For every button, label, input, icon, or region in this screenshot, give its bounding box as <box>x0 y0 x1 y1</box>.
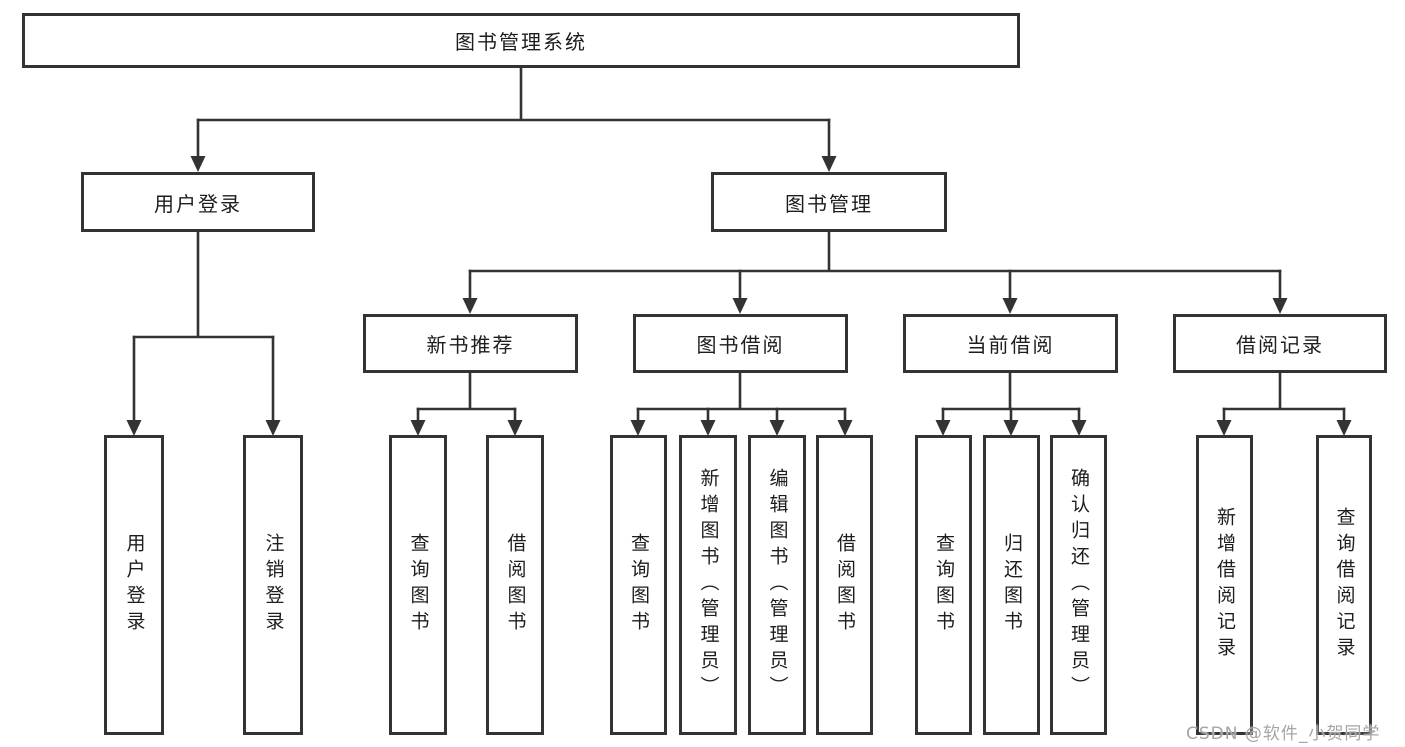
node-root: 图书管理系统 <box>22 13 1020 68</box>
leaf-borrow-borrow-books-label: 借阅图书 <box>834 533 856 637</box>
leaf-logout: 注销登录 <box>243 435 303 735</box>
leaf-current-confirm-return-admin-label: 确认归还（管理员） <box>1068 468 1090 702</box>
node-book-management: 图书管理 <box>711 172 947 232</box>
leaf-borrow-add-books-admin-label: 新增图书（管理员） <box>697 468 720 702</box>
node-book-management-label: 图书管理 <box>785 191 873 216</box>
leaf-borrow-borrow-books: 借阅图书 <box>816 435 873 735</box>
node-book-borrow-label: 图书借阅 <box>696 333 785 357</box>
node-borrow-records-label: 借阅记录 <box>1236 333 1324 357</box>
node-new-book-recommend: 新书推荐 <box>363 314 578 373</box>
leaf-borrow-edit-books-admin-label: 编辑图书（管理员） <box>766 468 789 702</box>
leaf-user-login-label: 用户登录 <box>123 533 146 637</box>
leaf-borrow-edit-books-admin: 编辑图书（管理员） <box>748 435 806 735</box>
node-new-book-recommend-label: 新书推荐 <box>426 333 515 357</box>
leaf-current-return-books: 归还图书 <box>983 435 1040 735</box>
leaf-recommend-query-books-label: 查询图书 <box>407 533 430 637</box>
csdn-watermark: CSDN @软件_小贺同学 <box>1186 724 1381 744</box>
leaf-current-confirm-return-admin: 确认归还（管理员） <box>1050 435 1107 735</box>
node-user-login-label: 用户登录 <box>154 191 242 216</box>
leaf-current-query-books-label: 查询图书 <box>933 533 955 637</box>
node-book-borrow: 图书借阅 <box>633 314 848 373</box>
leaf-borrow-query-books: 查询图书 <box>610 435 667 735</box>
leaf-recommend-query-books: 查询图书 <box>389 435 447 735</box>
leaf-recommend-borrow-books: 借阅图书 <box>486 435 544 735</box>
leaf-current-query-books: 查询图书 <box>915 435 972 735</box>
leaf-user-login: 用户登录 <box>104 435 164 735</box>
node-user-login: 用户登录 <box>81 172 315 232</box>
leaf-records-add-record: 新增借阅记录 <box>1196 435 1253 735</box>
leaf-current-return-books-label: 归还图书 <box>1001 533 1023 637</box>
node-current-borrow-label: 当前借阅 <box>966 333 1055 357</box>
leaf-logout-label: 注销登录 <box>262 533 285 637</box>
leaf-records-query-record: 查询借阅记录 <box>1316 435 1372 735</box>
node-current-borrow: 当前借阅 <box>903 314 1118 373</box>
node-root-label: 图书管理系统 <box>455 30 587 54</box>
leaf-borrow-query-books-label: 查询图书 <box>628 533 650 637</box>
node-borrow-records: 借阅记录 <box>1173 314 1387 373</box>
leaf-records-query-record-label: 查询借阅记录 <box>1333 507 1356 663</box>
leaf-records-add-record-label: 新增借阅记录 <box>1214 507 1236 663</box>
leaf-recommend-borrow-books-label: 借阅图书 <box>504 533 527 637</box>
leaf-borrow-add-books-admin: 新增图书（管理员） <box>679 435 737 735</box>
